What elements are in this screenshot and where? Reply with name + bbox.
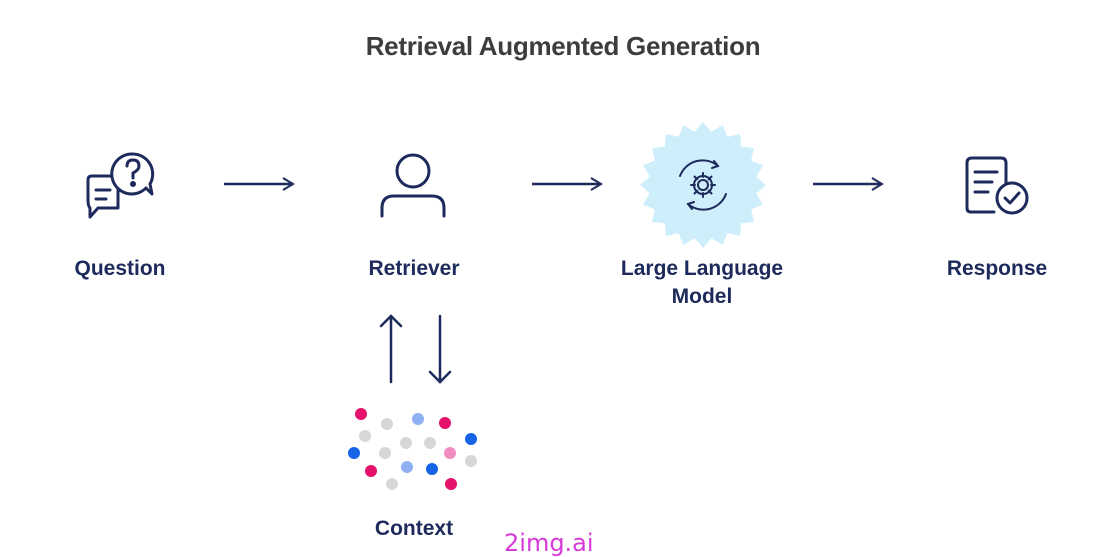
scattered-dots-icon — [348, 408, 477, 490]
node-label-retriever: Retriever — [368, 257, 460, 280]
chat-question-icon — [86, 152, 155, 219]
node-label-question: Question — [74, 257, 166, 280]
node-label-context: Context — [374, 517, 454, 540]
diagram-title: Retrieval Augmented Generation — [365, 31, 761, 61]
node-label-llm: Large Language Model — [620, 257, 784, 308]
person-icon — [380, 153, 446, 218]
gear-cycle-icon — [640, 122, 766, 248]
node-label-response: Response — [946, 257, 1048, 280]
retrieval-exchange-arrows — [379, 314, 452, 384]
document-check-icon — [965, 156, 1029, 215]
watermark-text: 2img.ai — [504, 529, 594, 557]
